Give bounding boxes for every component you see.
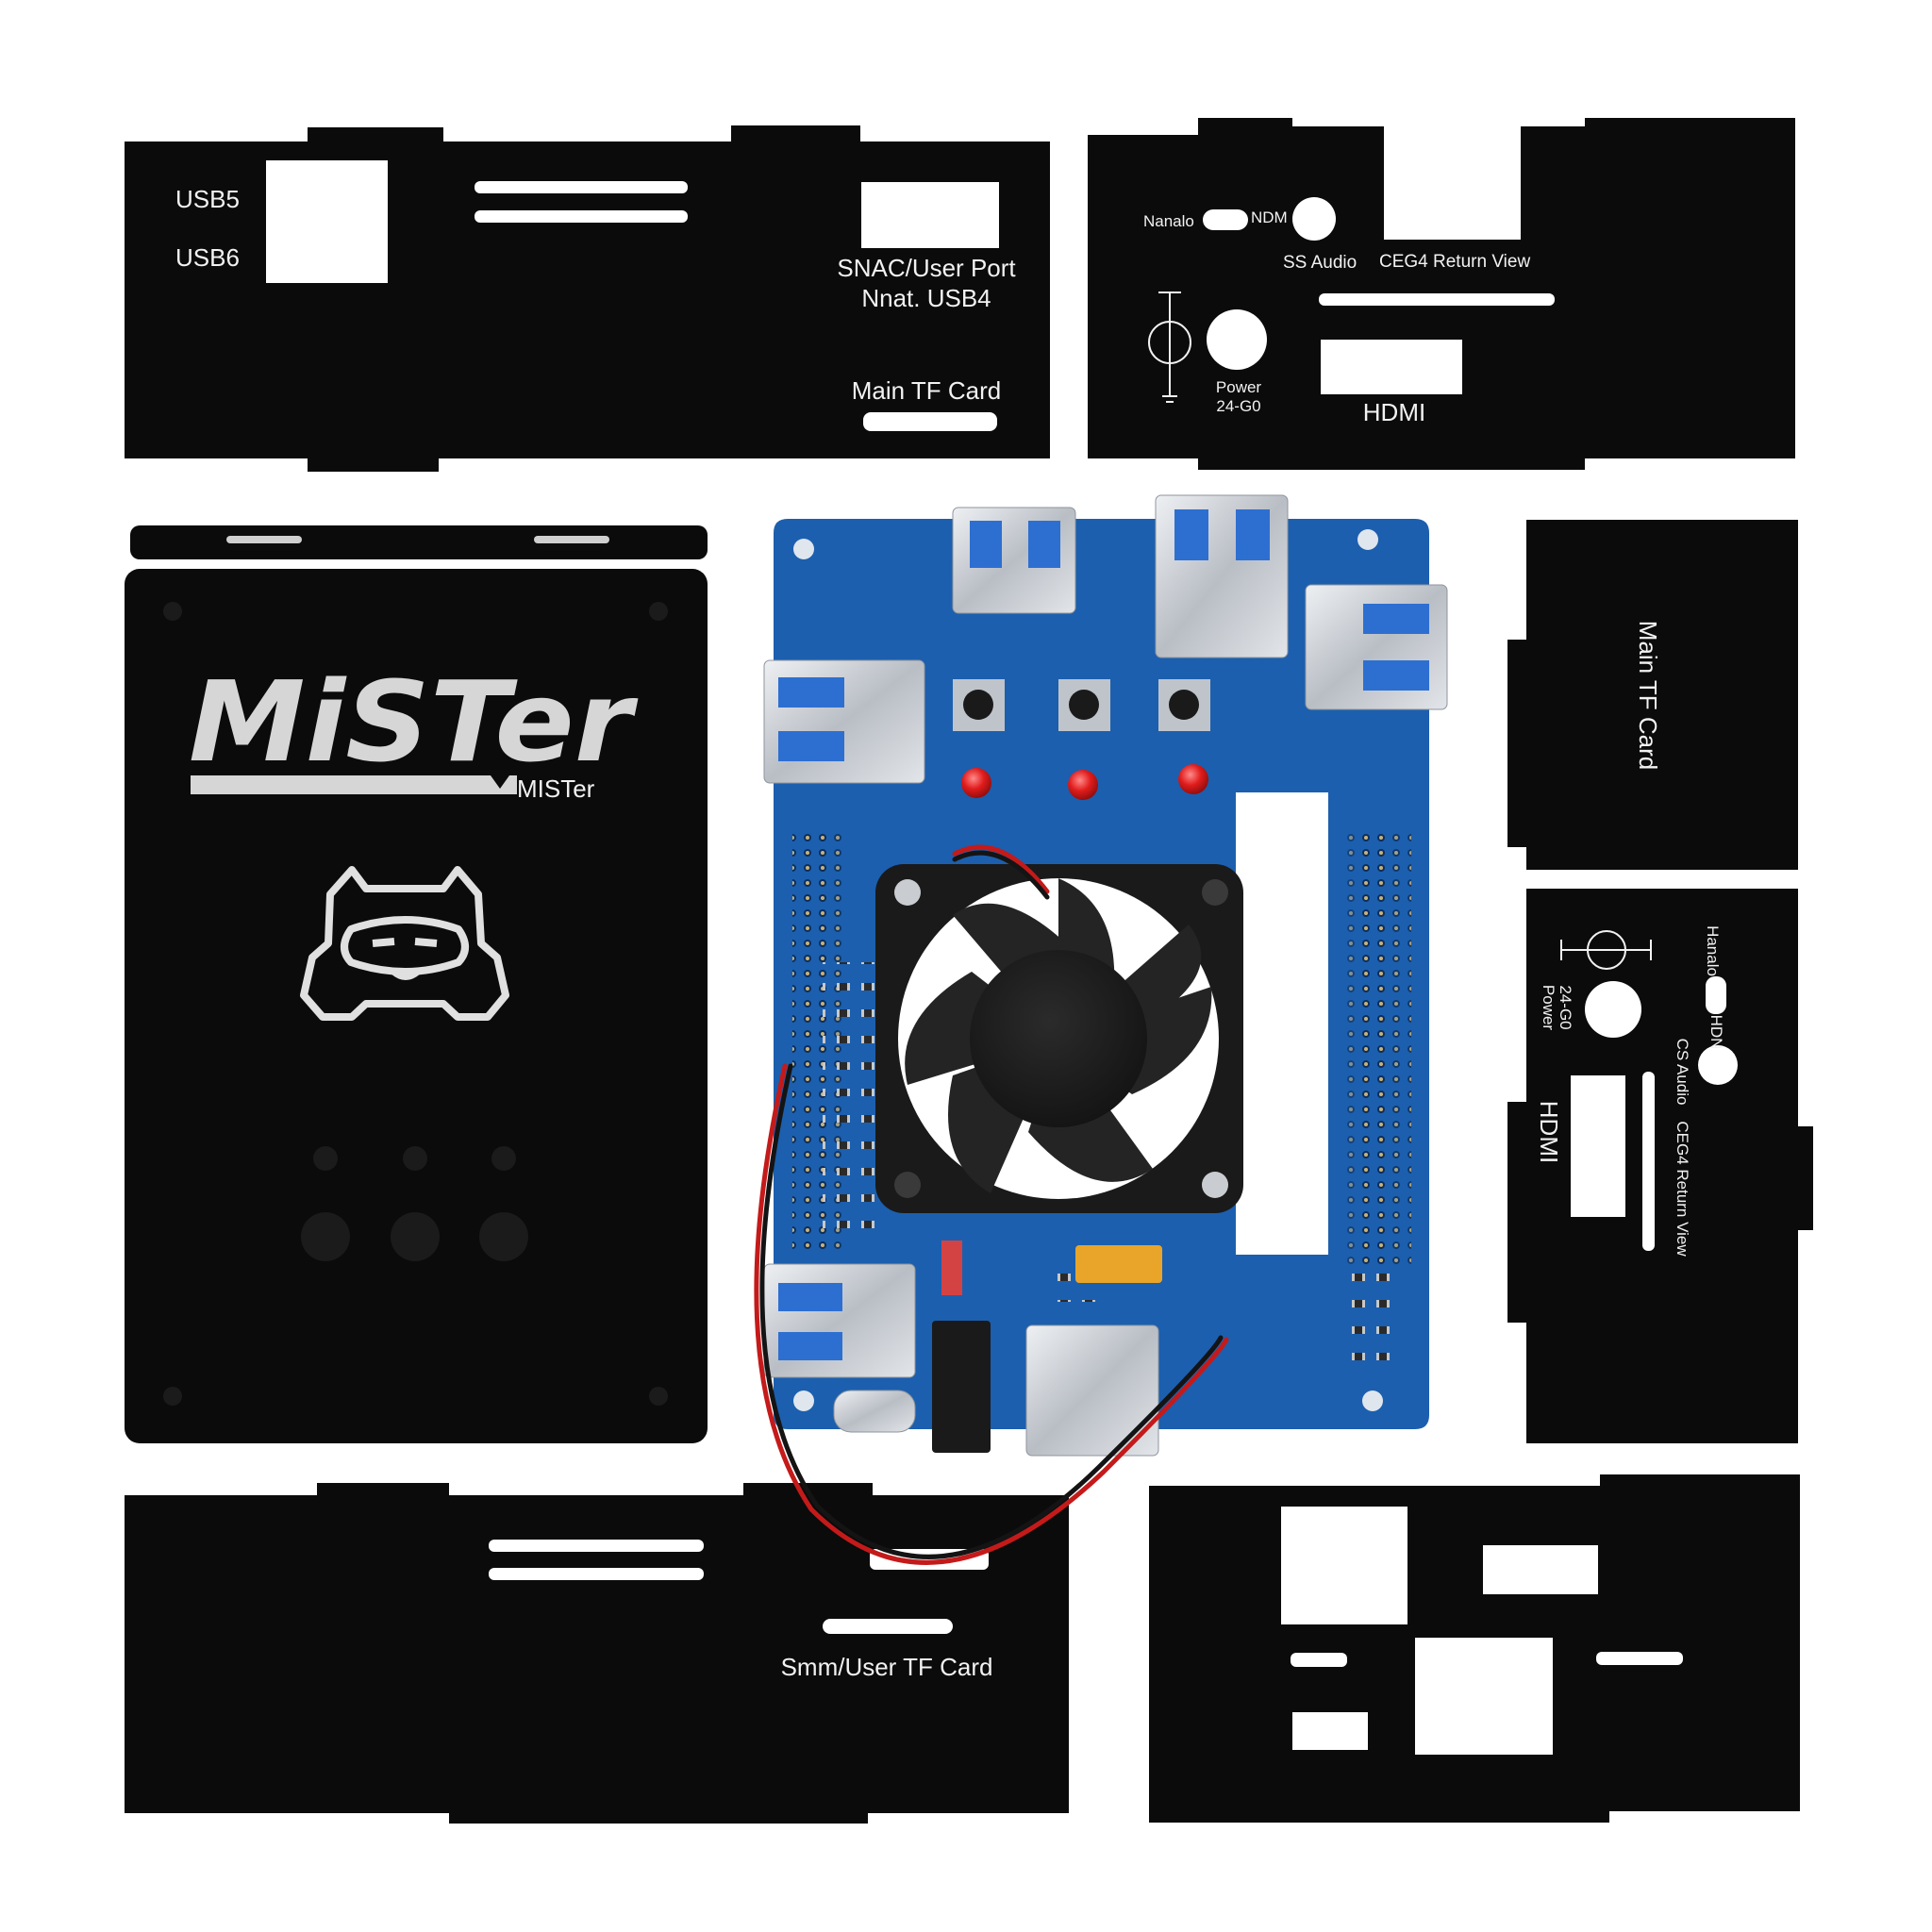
ground-symbol-icon [1148,291,1191,403]
usb-cutout [266,160,388,283]
led [1178,764,1208,794]
hdmi-cutout [1321,340,1462,394]
snac-port-cutout [861,182,999,248]
top-right-io-panel: Nanalo NDM SS Audio CEG4 Return View Pow… [1088,118,1795,470]
top-left-side-panel: USB5 USB6 SNAC/User Port Nnat. USB4 Main… [125,125,1050,472]
audio-jack-cutout [1698,1045,1738,1085]
usb-port [1305,584,1448,710]
usb-port [763,1263,916,1378]
usb4-label: Nnat. USB4 [861,284,991,312]
power-label: Power [1216,378,1262,396]
hanalo-label: Hanalo [1704,925,1722,976]
cat-mascot-icon [300,866,509,1021]
ss-audio-label: SS Audio [1283,253,1357,273]
ndm-switch-cutout [1203,209,1248,230]
audio-jack [932,1321,991,1453]
cutout [1596,1652,1683,1665]
logo-underline [191,775,517,794]
right-io-side-panel: Hanalo HDN Power 24-G0 CS Audio CEG4 Ret… [1507,889,1813,1443]
slot-cutout [1642,1072,1655,1251]
cutout [1291,1653,1347,1667]
power-jack [1025,1324,1159,1457]
return-view-label: CEG4 Return View [1379,252,1530,272]
cutout [1483,1545,1598,1594]
ground-symbol-icon [1560,930,1652,970]
led [1068,770,1098,800]
tf-card-side-panel: Main TF Card [1507,520,1798,870]
slot-cutout [489,1540,704,1552]
tf-card-slot-cutout [863,412,997,431]
mister-sub-label: MISTer [517,774,595,803]
power-jack-cutout [1585,981,1641,1038]
button [953,679,1005,731]
power-voltage-label: 24-G0 [1557,985,1574,1029]
power-jack-cutout [1207,309,1267,370]
cs-audio-label: CS Audio [1674,1039,1691,1106]
tf-card-slot-cutout [823,1619,953,1634]
power-voltage-label: 24-G0 [1216,397,1260,415]
nanalo-label: Nanalo [1143,212,1194,230]
bottom-left-side-panel: Smm/User TF Card [125,1483,1069,1824]
cutout [1292,1712,1368,1750]
usb5-label: USB5 [175,185,240,213]
slot-cutout [1319,293,1555,306]
slot-cutout [475,210,688,223]
snac-label: SNAC/User Port [837,254,1016,282]
cooling-fan [875,864,1243,1213]
bottom-panel [1149,1474,1800,1823]
usb-port [1155,494,1289,658]
button [1158,679,1210,731]
mister-logo: MiSTer [189,657,639,787]
ndm-label: NDM [1251,208,1288,226]
usb-port [952,507,1076,614]
button [1058,679,1110,731]
io-board-pcb [763,494,1448,1457]
slot-cutout [475,181,688,193]
hdmi-cutout [1571,1075,1625,1217]
main-tf-card-label: Main TF Card [852,376,1001,405]
board-window [1236,792,1328,1255]
hdn-label: HDN [1707,1015,1725,1050]
fan-cable [754,844,1229,1565]
cutout [1281,1507,1407,1624]
cutout [1415,1638,1553,1755]
connector [941,1241,962,1295]
user-tf-card-label: Smm/User TF Card [781,1653,993,1681]
hdmi-label: HDMI [1363,398,1425,426]
audio-jack-cutout [1292,197,1336,241]
usb-c-port [833,1390,916,1433]
hdmi-label: HDMI [1535,1101,1563,1163]
led [961,768,991,798]
return-view-label: CEG4 Return View [1674,1121,1691,1257]
power-label: Power [1540,985,1557,1031]
top-cover-panel: MiSTer MISTer [125,525,708,1443]
usb-port [763,659,925,784]
usb6-label: USB6 [175,243,240,272]
slot-cutout [489,1568,704,1580]
hdn-switch-cutout [1706,976,1726,1014]
capacitor [1075,1245,1162,1283]
main-tf-card-rotated-label: Main TF Card [1634,621,1662,770]
